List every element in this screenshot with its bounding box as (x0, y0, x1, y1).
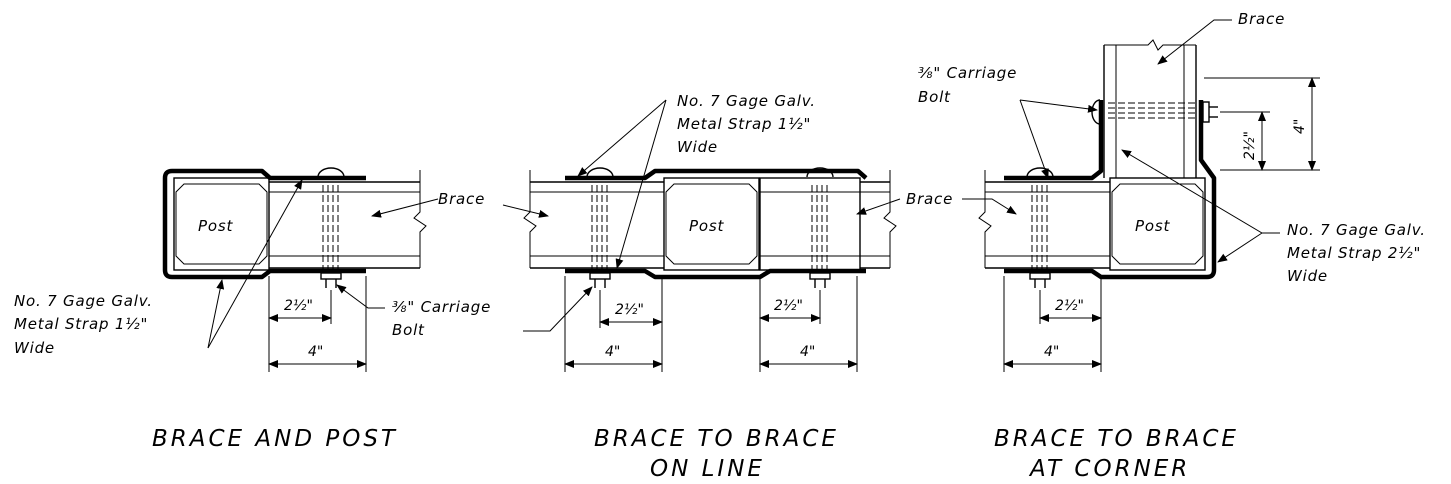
detail-title: BRACE AND POST (152, 426, 398, 452)
metal-strap (1004, 100, 1104, 181)
brace-section-right (759, 170, 897, 271)
brace-label: Brace (906, 190, 953, 208)
metal-strap (162, 168, 366, 280)
carriage-bolt-right (806, 167, 834, 288)
strap-label-line-1: No. 7 Gage Galv. (1287, 221, 1426, 239)
post-label: Post (689, 217, 724, 235)
dim-4-label-vertical: 4" (1292, 119, 1308, 134)
carriage-bolt-corner (1091, 99, 1218, 125)
carriage-bolt-label-2: Bolt (918, 88, 951, 106)
post-label: Post (198, 217, 233, 235)
carriage-bolt-left (586, 167, 614, 288)
carriage-bolt (317, 167, 345, 288)
brace-section-horizontal (978, 170, 1110, 269)
detail-title-line-2: ON LINE (650, 456, 765, 482)
carriage-bolt-label-2: Bolt (392, 321, 425, 339)
metal-strap (565, 168, 868, 181)
strap-label-line-3: Wide (14, 339, 55, 357)
strap-label-line-2: Metal Strap 1½" (677, 115, 811, 133)
brace-label: Brace (438, 190, 485, 208)
dimension-lines: 2½" 4" 2½" 4" (1003, 77, 1320, 372)
post-label: Post (1135, 217, 1170, 235)
metal-strap-bottom (565, 268, 866, 280)
strap-label-line-3: Wide (1287, 267, 1328, 285)
dim-4-label: 4" (1044, 344, 1059, 360)
detail-brace-to-brace-on-line: Post (502, 92, 901, 482)
dim-2-5-label: 2½" (284, 298, 313, 314)
detail-title-line-2: AT CORNER (1028, 456, 1190, 482)
detail-title: BRACE TO BRACE (994, 426, 1239, 452)
carriage-bolt-horizontal-brace (1026, 167, 1054, 288)
dim-4-label-right: 4" (800, 344, 815, 360)
strap-label-line-3: Wide (677, 138, 718, 156)
brace-section-vertical (1103, 39, 1197, 178)
strap-label-line-2: Metal Strap 2½" (1287, 244, 1421, 262)
dimension-lines: 2½" 4" 2½" 4" (564, 276, 858, 372)
detail-brace-and-post: Post 2½" (14, 167, 491, 452)
dim-4-label: 4" (308, 344, 323, 360)
carriage-bolt-label: ⅜" Carriage (392, 298, 491, 316)
brace-label-top: Brace (1238, 10, 1285, 28)
leaders (207, 179, 439, 349)
dim-2-5-label-right: 2½" (774, 298, 803, 314)
strap-label-line-1: No. 7 Gage Galv. (677, 92, 816, 110)
leaders (962, 19, 1280, 263)
brace-section (269, 170, 427, 269)
metal-strap-outer (1004, 100, 1217, 280)
dim-2-5-label: 2½" (1055, 298, 1084, 314)
post-section: Post (1109, 177, 1206, 271)
post-section: Post (663, 177, 760, 271)
dim-2-5-label-vertical: 2½" (1242, 131, 1258, 160)
post-section: Post (173, 177, 270, 271)
dim-4-label: 4" (605, 344, 620, 360)
dimension-lines: 2½" 4" (268, 276, 367, 372)
strap-label-line-2: Metal Strap 1½" (14, 315, 148, 333)
leaders (502, 99, 901, 332)
dim-2-5-label: 2½" (615, 302, 644, 318)
detail-brace-to-brace-at-corner: Post (906, 10, 1426, 482)
brace-section-left (523, 170, 664, 269)
strap-label-line-1: No. 7 Gage Galv. (14, 292, 153, 310)
detail-title: BRACE TO BRACE (594, 426, 839, 452)
carriage-bolt-label: ⅜" Carriage (918, 64, 1017, 82)
